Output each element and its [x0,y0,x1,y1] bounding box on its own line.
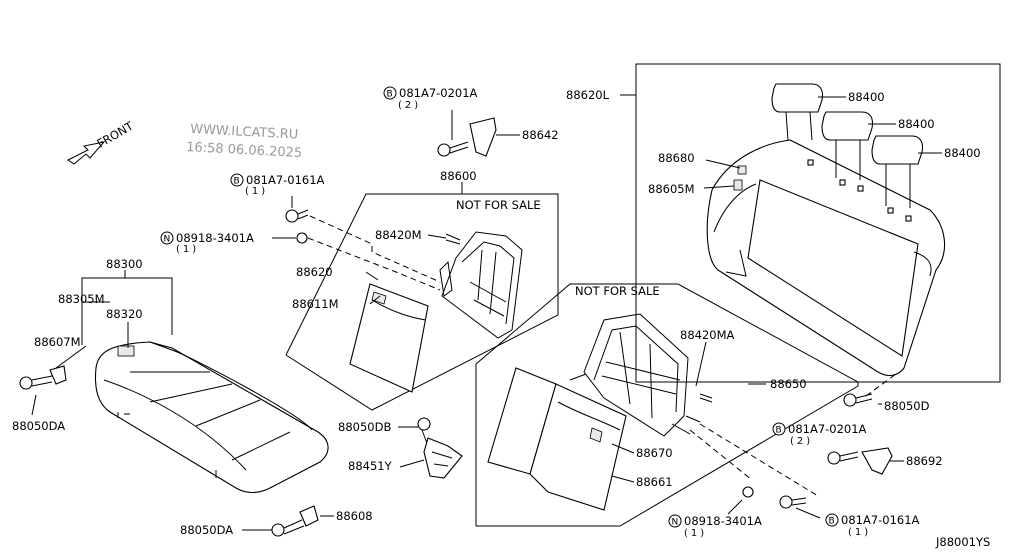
bracket-88692[interactable] [861,447,893,475]
bolt-symbol-bottom: B [829,517,835,527]
diagram-code: J88001YS [935,535,990,549]
bracket-88451Y[interactable] [423,437,463,479]
label-88620: 88620 [296,265,333,279]
label-88600: 88600 [440,169,477,183]
label-88608: 88608 [336,509,373,523]
not-for-sale-bottom: NOT FOR SALE [575,284,660,298]
label-left-bolt-code: 081A7-0161A [246,173,325,187]
front-label: FRONT [95,118,137,150]
label-top-bolt-code: 081A7-0201A [399,86,478,100]
label-88400-a: 88400 [848,90,885,104]
label-88451Y: 88451Y [348,459,393,473]
fastener-left-bolt[interactable]: B [230,173,244,187]
label-88050DA-left: 88050DA [12,419,65,433]
front-arrow-icon [67,141,106,165]
fastener-bottom-nut[interactable]: N [668,514,682,528]
clip-88607M[interactable] [49,365,67,385]
seatback-88620L[interactable] [706,139,946,377]
label-left-bolt-qty: (1) [245,186,268,197]
bolt-symbol-left: B [234,177,240,187]
bolt-081A7-0201A-right[interactable] [827,451,859,465]
label-88050D: 88050D [884,399,930,413]
label-88620L: 88620L [566,88,610,102]
label-bottom-nut-code: 08918-3401A [684,514,762,528]
watermark-timestamp: 16:58 06.06.2025 [186,140,303,161]
label-left-nut-qty: (1) [176,244,199,255]
label-88650: 88650 [770,377,807,391]
nut-symbol-left: N [164,235,171,245]
label-bottom-bolt-code: 081A7-0161A [841,513,920,527]
label-88692: 88692 [906,454,943,468]
fastener-left-nut[interactable]: N [160,231,174,245]
frame-88600[interactable] [439,231,523,339]
clip-88605M[interactable] [733,179,743,191]
headrest-88400-b[interactable] [821,111,874,180]
clip-88680[interactable] [737,165,747,175]
bracket-88642[interactable] [469,117,497,157]
label-88305M: 88305M [58,292,105,306]
label-top-bolt-qty: (2) [398,100,421,111]
label-88611M: 88611M [292,297,339,311]
fastener-top-bolt[interactable]: B [383,86,397,100]
label-88400-c: 88400 [944,146,981,160]
bolt-081A7-0161A-bottom[interactable] [779,495,807,509]
fastener-bottom-bolt[interactable]: B [825,513,839,527]
label-bottom-bolt-qty: (1) [848,527,871,538]
nut-08918-3401A-bottom[interactable] [742,486,754,498]
label-88300: 88300 [106,257,143,271]
label-88050DB: 88050DB [338,420,391,434]
nut-symbol-bottom: N [672,518,679,528]
label-88320: 88320 [106,307,143,321]
bolt-081A7-0161A-left[interactable] [285,209,309,223]
bolt-88420MA[interactable] [699,393,713,403]
label-88670: 88670 [636,446,673,460]
watermark-site: WWW.ILCATS.RU [190,122,299,143]
bolt-88050DA-left[interactable] [19,375,53,390]
label-88400-b: 88400 [898,117,935,131]
bolt-081A7-0201A-top[interactable] [437,141,469,157]
frame-88650[interactable] [569,313,701,437]
label-88420MA: 88420MA [680,328,735,342]
bolt-88050D[interactable] [843,393,873,407]
bolt-symbol: B [387,90,393,100]
seat-cushion[interactable] [94,341,329,494]
headrest-88400-a[interactable] [771,83,824,141]
label-88420M: 88420M [375,228,422,242]
label-88680: 88680 [658,151,695,165]
bolt-symbol-right: B [776,426,782,436]
nut-08918-3401A-left[interactable] [296,232,308,244]
label-88050DA-bottom: 88050DA [180,523,233,537]
label-bottom-nut-qty: (1) [684,528,707,539]
label-88642: 88642 [522,128,559,142]
label-88607M: 88607M [34,335,81,349]
label-left-nut-code: 08918-3401A [176,231,254,245]
fastener-right-bolt[interactable]: B [772,422,786,436]
headrest-88400-c[interactable] [871,135,924,208]
seatback-88661[interactable] [487,367,627,511]
label-right-bolt-qty: (2) [790,436,813,447]
label-right-bolt-code: 081A7-0201A [788,422,867,436]
not-for-sale-top: NOT FOR SALE [456,198,541,212]
label-88661: 88661 [636,475,673,489]
seatback-88620[interactable] [349,283,429,393]
label-88605M: 88605M [648,182,695,196]
box-88650 [475,283,859,527]
bracket-88608[interactable] [299,505,319,527]
box-88620L [635,63,1001,383]
box-88600 [285,193,559,411]
bolt-88050DA-bottom[interactable] [271,519,305,537]
